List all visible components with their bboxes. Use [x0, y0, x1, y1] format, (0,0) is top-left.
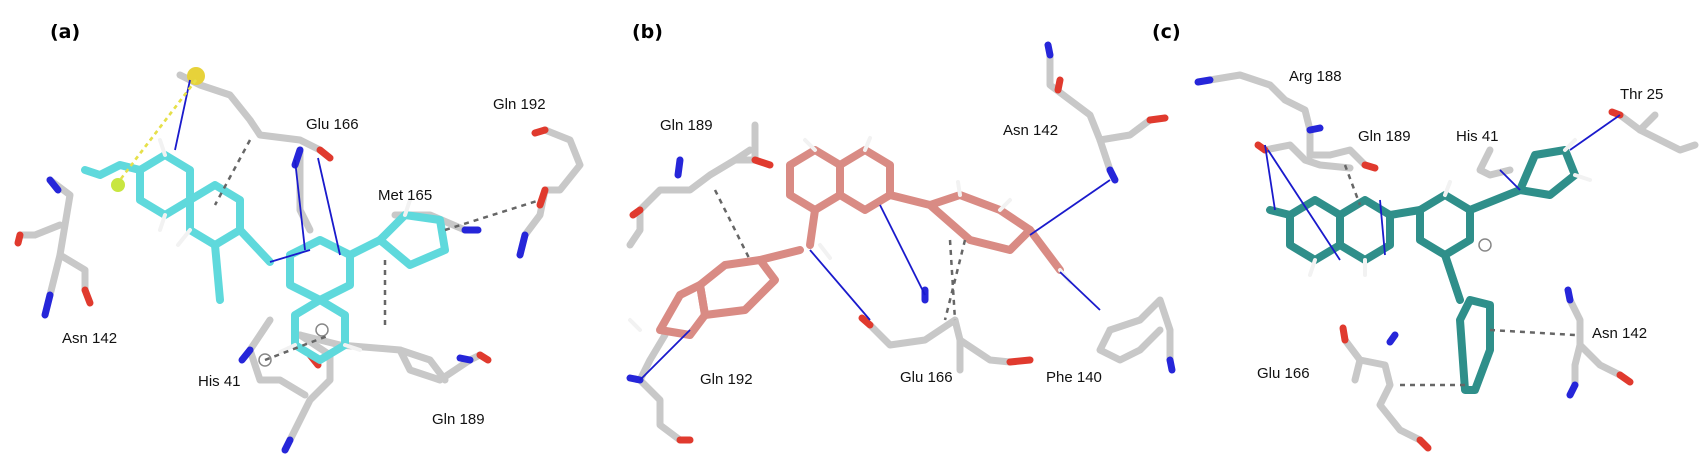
panel-b-hydrogens [628, 136, 1072, 332]
panel-c-contacts [1343, 164, 1576, 387]
panel-b-hbonds [639, 179, 1111, 381]
panel-c-ring-centroid [1478, 238, 1492, 252]
label-met165-a: Met 165 [378, 187, 432, 204]
panel-a-halogen-bonds [119, 79, 197, 181]
panel-b-oxygen-caps [629, 76, 1169, 444]
panel-a-contacts [213, 139, 541, 362]
label-asn142-a: Asn 142 [62, 330, 117, 347]
panel-a-ring-centroid [315, 323, 329, 337]
panel-b-nitrogen-caps [626, 41, 1176, 384]
panel-b: (b) [626, 21, 1176, 444]
panel-c-letter: (c) [1152, 21, 1181, 43]
panel-c-ligand [1266, 146, 1579, 394]
panel-b-letter: (b) [632, 21, 663, 43]
label-asn142-c: Asn 142 [1592, 325, 1647, 342]
panel-a-letter: (a) [50, 21, 80, 43]
panel-a-hbonds [174, 79, 341, 263]
label-asn142-b: Asn 142 [1003, 122, 1058, 139]
label-arg188-c: Arg 188 [1289, 68, 1342, 85]
panel-c-hbonds [1264, 114, 1621, 261]
label-phe140-b: Phe 140 [1046, 369, 1102, 386]
panel-a-nitrogen-caps [41, 146, 529, 454]
label-his41-a: His 41 [198, 373, 241, 390]
panel-a-fluorine-atom [111, 178, 125, 192]
label-thr25-c: Thr 25 [1620, 86, 1663, 103]
label-glu166-b: Glu 166 [900, 369, 953, 386]
panel-b-residue-sticks [626, 51, 1174, 444]
panel-c: (c) [1152, 21, 1699, 452]
label-gln189-c: Gln 189 [1358, 128, 1411, 145]
panel-c-nitrogen-caps [1194, 76, 1579, 399]
panel-a: (a) [14, 21, 584, 454]
label-glu166-c: Glu 166 [1257, 365, 1310, 382]
label-gln192-a: Gln 192 [493, 96, 546, 113]
panel-b-contacts [713, 189, 967, 321]
label-gln192-b: Gln 192 [700, 371, 753, 388]
panel-c-hydrogens [1308, 138, 1592, 277]
panel-a-hydrogens [158, 138, 412, 354]
panel-a-sulfur-atom [187, 67, 205, 85]
panel-a-residue-sticks [16, 71, 584, 444]
panel-c-oxygen-caps [1254, 108, 1634, 452]
panel-a-oxygen-caps [14, 126, 549, 369]
label-glu166-a: Glu 166 [306, 116, 359, 133]
label-gln189-a: Gln 189 [432, 411, 485, 428]
label-gln189-b: Gln 189 [660, 117, 713, 134]
label-his41-c: His 41 [1456, 128, 1499, 145]
panel-c-residue-sticks [1206, 71, 1699, 444]
